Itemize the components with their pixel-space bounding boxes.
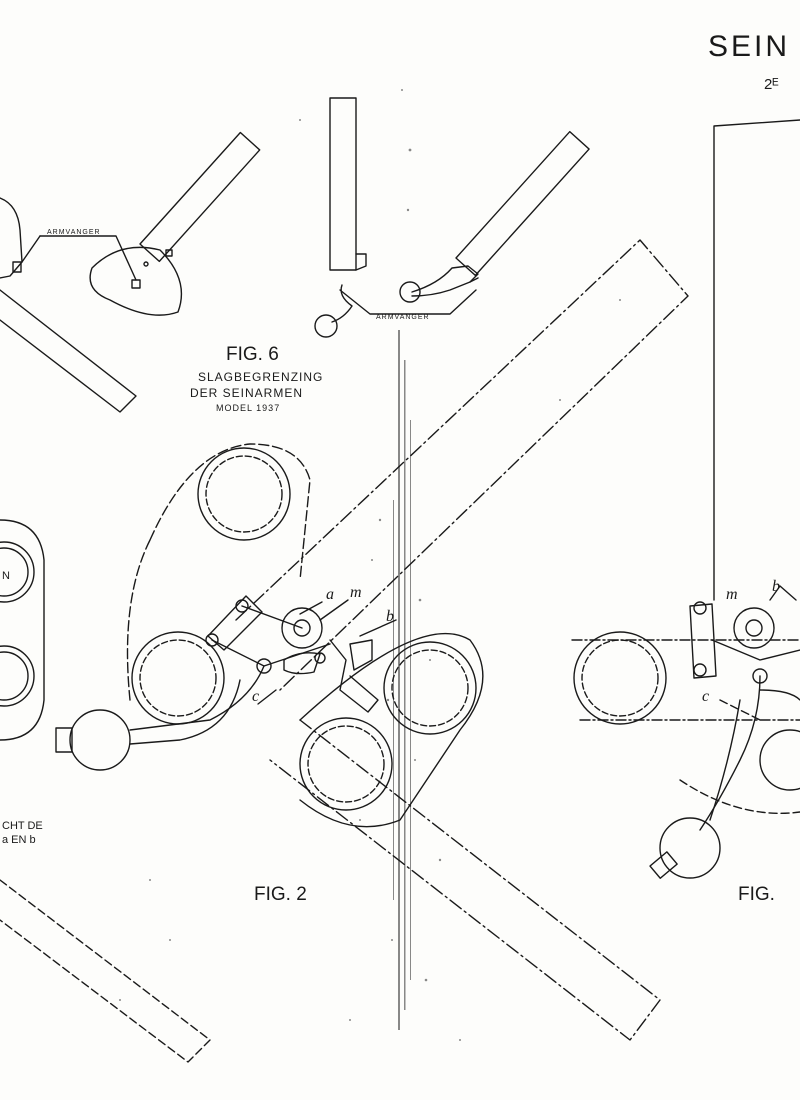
- part-label-c: c: [252, 688, 260, 705]
- left-note-line-2: a EN b: [2, 834, 36, 846]
- part-label-a: a: [326, 586, 334, 603]
- fig2-label: FIG. 2: [254, 884, 307, 905]
- fig6-caption-line-2: DER SEINARMEN: [190, 386, 304, 400]
- fig3-label: FIG.: [738, 884, 775, 905]
- left-cabinet-remnant: [0, 519, 211, 1063]
- armvanger-label-right: ARMVANGER: [376, 314, 430, 321]
- fig3-part-label-m: m: [726, 586, 738, 603]
- sheet-title: SEIN: [708, 30, 791, 63]
- scan-noise: [119, 89, 621, 1041]
- fig2-drawing: [55, 239, 689, 1041]
- left-tag: N: [2, 570, 10, 582]
- part-label-m: m: [350, 584, 362, 601]
- fig6-caption-line-3: MODEL 1937: [216, 403, 281, 413]
- left-note-line-1: CHT DE: [2, 820, 43, 832]
- sheet-subtitle: 2ᴱ: [764, 76, 779, 93]
- fig6-left-assembly: [0, 131, 261, 413]
- armvanger-label-left: ARMVANGER: [47, 229, 101, 236]
- fig3-drawing: [571, 585, 800, 879]
- fig3-part-label-b: b: [772, 578, 780, 595]
- part-label-b: b: [386, 608, 394, 625]
- fig6-right-assembly: [314, 97, 590, 338]
- fig3-frame: [713, 119, 800, 601]
- fig3-part-label-c: c: [702, 688, 710, 705]
- fig6-label: FIG. 6: [226, 344, 279, 365]
- fig6-caption-line-1: SLAGBEGRENZING: [198, 370, 324, 384]
